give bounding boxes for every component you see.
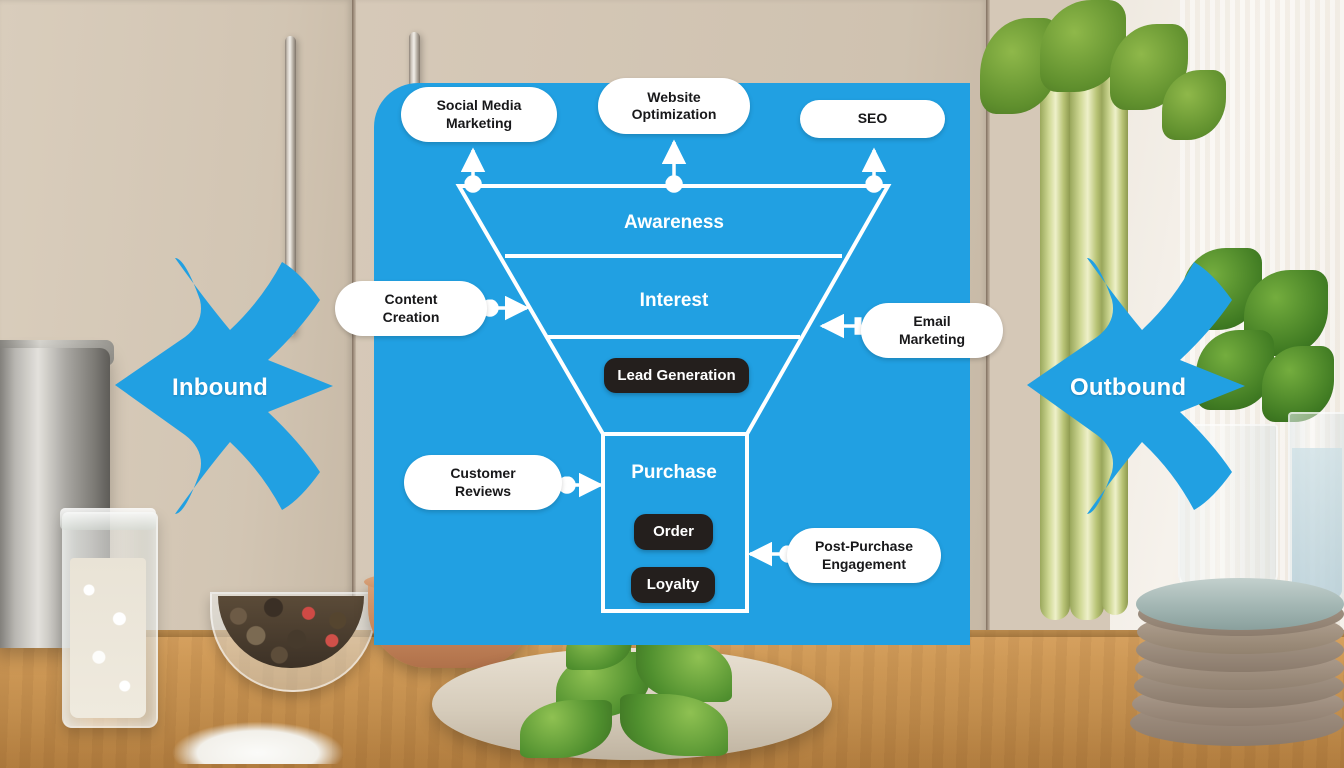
celery-stalk-2: [1070, 44, 1104, 620]
chip-loyalty-label: Loyalty: [646, 576, 700, 593]
pill-seo[interactable]: SEO: [800, 100, 945, 138]
chip-lead-generation[interactable]: Lead Generation: [604, 358, 749, 393]
funnel-stage-interest-text: Interest: [639, 290, 709, 311]
pill-customer-reviews-line1: Customer: [450, 465, 516, 482]
pill-post-purchase-engagement-line1: Post-Purchase: [814, 538, 914, 555]
pill-email-marketing-line2: Marketing: [898, 330, 966, 347]
pill-content-creation[interactable]: Content Creation: [335, 281, 487, 336]
pill-seo-label: SEO: [857, 110, 888, 127]
water-glass-water: [1292, 448, 1342, 598]
plate-stack-top-face: [1136, 578, 1344, 630]
pill-content-creation-line1: Content: [384, 291, 438, 308]
salt-pile: [148, 690, 368, 764]
pill-customer-reviews[interactable]: Customer Reviews: [404, 455, 562, 510]
chip-lead-generation-label: Lead Generation: [617, 366, 736, 384]
pill-social-media-marketing[interactable]: Social Media Marketing: [401, 87, 557, 142]
pill-website-optimization[interactable]: Website Optimization: [598, 78, 750, 134]
pill-email-marketing-line1: Email: [913, 313, 951, 330]
pill-website-optimization-line1: Website: [647, 88, 701, 105]
inbound-label: Inbound: [172, 374, 269, 401]
salt-jar-contents: [70, 558, 146, 718]
pill-content-creation-line2: Creation: [382, 308, 440, 325]
celery-stalk-3: [1102, 70, 1128, 615]
funnel-stage-awareness-text: Awareness: [624, 212, 724, 233]
pill-website-optimization-line2: Optimization: [631, 106, 717, 122]
pill-email-marketing[interactable]: Email Marketing: [861, 303, 1003, 358]
pill-social-media-marketing-line2: Marketing: [445, 114, 513, 131]
salt-jar-neck: [60, 508, 156, 530]
funnel-stage-purchase-text: Purchase: [631, 462, 717, 483]
celery-stalk-1: [1040, 60, 1070, 620]
glass-vase: [1178, 424, 1278, 588]
pill-post-purchase-engagement[interactable]: Post-Purchase Engagement: [787, 528, 941, 583]
pill-social-media-marketing-line1: Social Media: [436, 97, 522, 114]
chip-order-label: Order: [653, 523, 694, 540]
chip-order[interactable]: Order: [634, 514, 713, 550]
outbound-label: Outbound: [1070, 374, 1187, 401]
pill-post-purchase-engagement-line2: Engagement: [821, 555, 906, 572]
pill-customer-reviews-line2: Reviews: [454, 482, 512, 499]
chip-loyalty[interactable]: Loyalty: [631, 567, 715, 603]
cabinet-handle-left: [285, 36, 296, 336]
parsley-sprig-4: [1262, 346, 1334, 422]
